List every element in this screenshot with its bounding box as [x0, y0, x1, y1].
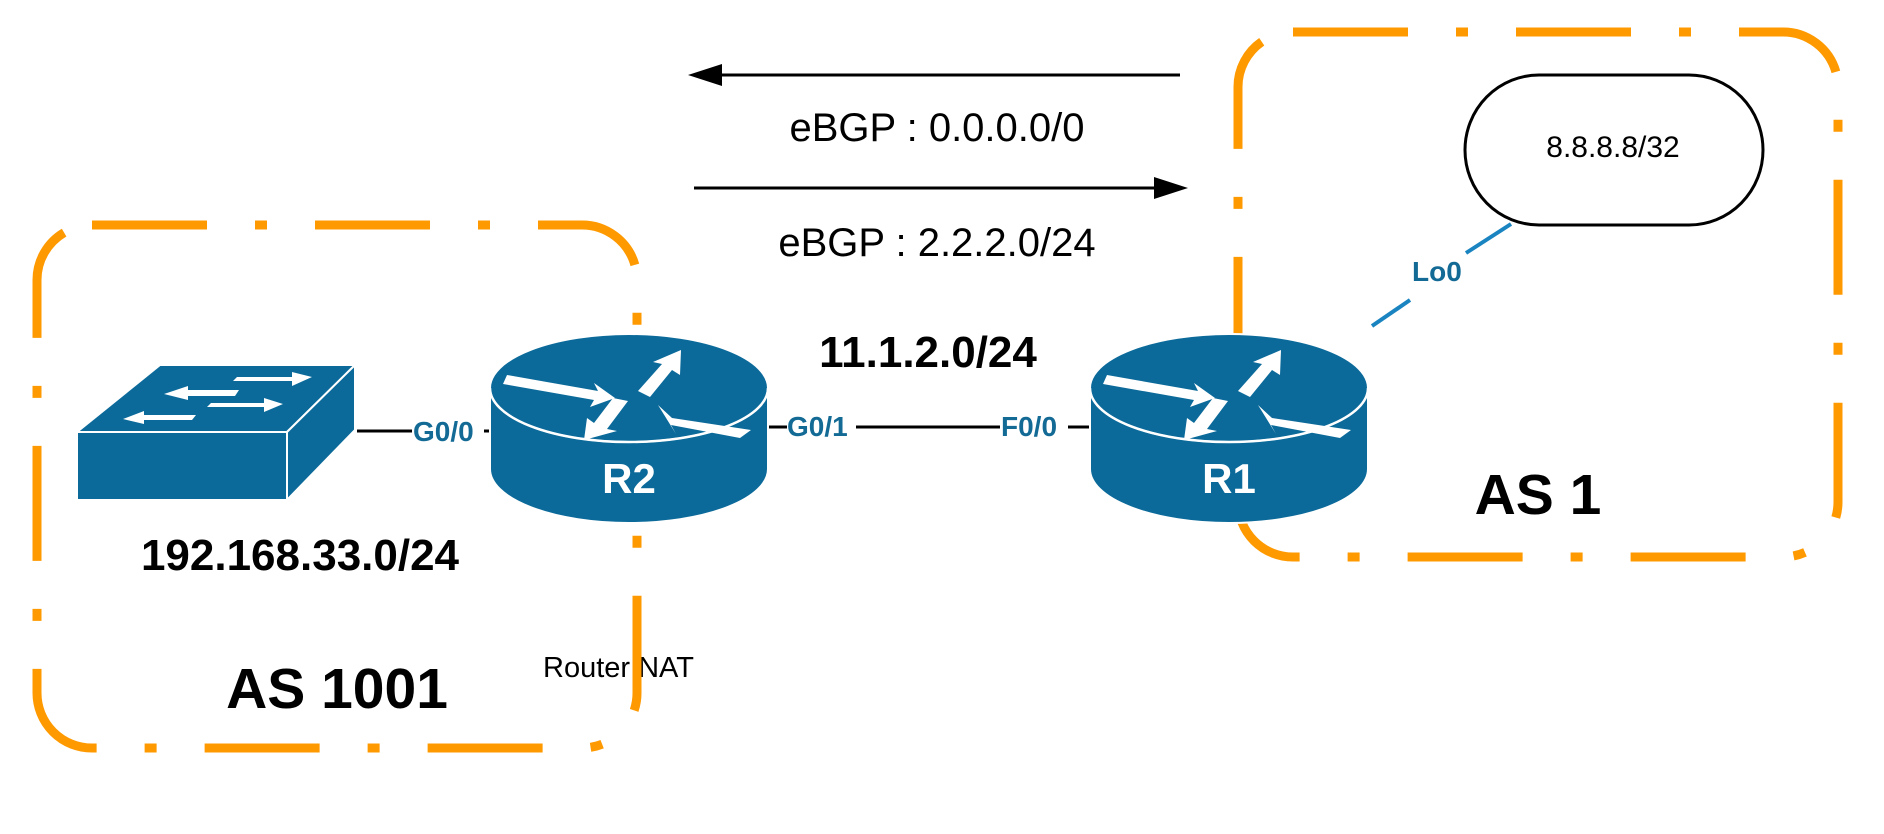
bgp-label-prefix: eBGP : 2.2.2.0/24	[778, 221, 1095, 265]
interface-label-r2-g0-1: G0/1	[787, 411, 848, 442]
router-r2[interactable]: R2	[488, 333, 770, 524]
interface-label-r1-f0-0: F0/0	[1001, 411, 1057, 442]
link-network-label: 11.1.2.0/24	[819, 328, 1037, 377]
bgp-advertisement-outbound: eBGP : 2.2.2.0/24	[694, 177, 1188, 265]
interface-label-r2-g0-0: G0/0	[413, 416, 474, 447]
loopback-network[interactable]: 8.8.8.8/32	[1463, 73, 1765, 227]
as1001-label: AS 1001	[226, 657, 448, 721]
router-arrows-icon	[1103, 350, 1351, 440]
as1-boundary	[1233, 27, 1843, 562]
router-r2-label: R2	[602, 455, 656, 502]
link-r1-loopback-upper	[1464, 222, 1513, 255]
switch-icon[interactable]	[74, 362, 358, 503]
router-nat-note: Router NAT	[543, 652, 694, 684]
arrowhead-left-icon	[688, 64, 722, 86]
router-arrows-icon	[503, 350, 751, 440]
as1-label: AS 1	[1475, 463, 1602, 527]
switch-network-label: 192.168.33.0/24	[141, 531, 460, 580]
arrowhead-right-icon	[1154, 177, 1188, 199]
interface-label-r1-lo0: Lo0	[1412, 256, 1462, 287]
loopback-prefix-label: 8.8.8.8/32	[1546, 131, 1679, 164]
router-r1[interactable]: R1	[1088, 333, 1370, 524]
router-r1-label: R1	[1202, 455, 1256, 502]
switch-arrows-icon	[123, 372, 312, 424]
bgp-advertisement-inbound: eBGP : 0.0.0.0/0	[688, 64, 1180, 150]
bgp-label-default-route: eBGP : 0.0.0.0/0	[789, 106, 1084, 150]
loopback-pill	[1463, 73, 1765, 227]
link-r1-loopback-lower	[1370, 298, 1412, 328]
